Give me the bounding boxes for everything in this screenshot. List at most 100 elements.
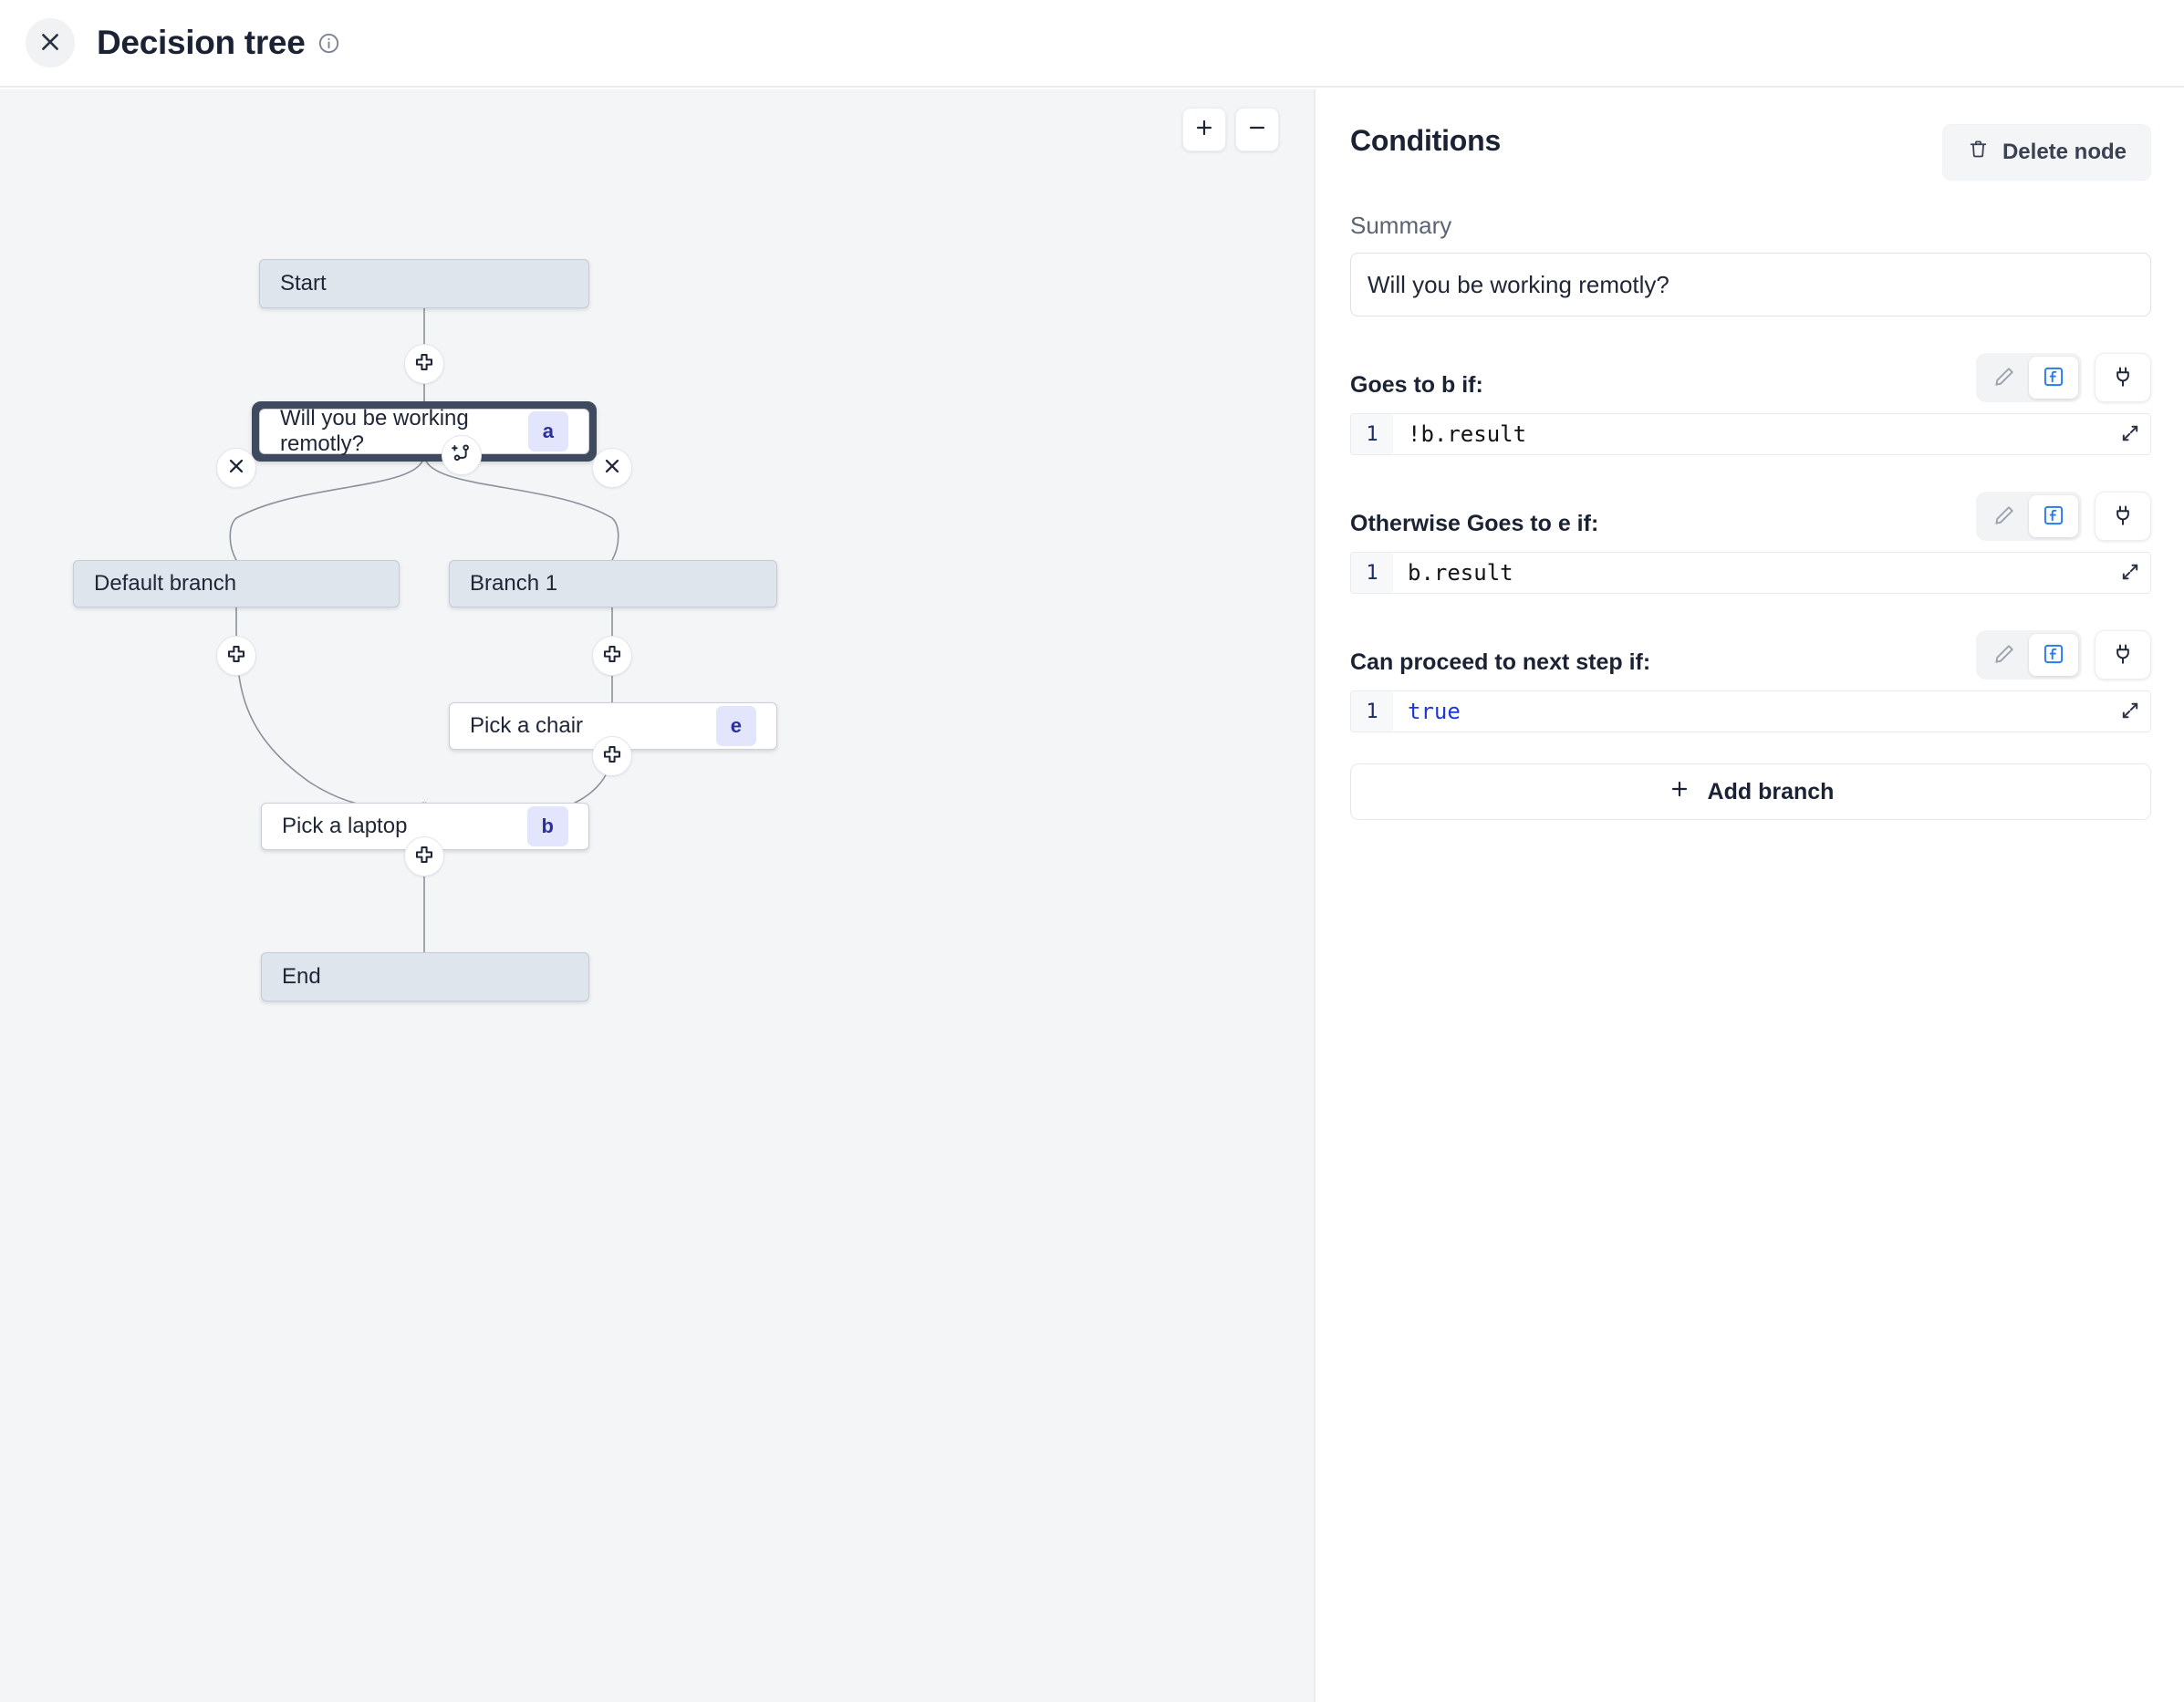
plus-icon [1193,117,1215,143]
flow-handle-h-default-b[interactable] [216,636,256,676]
panel-title: Conditions [1350,124,1502,157]
summary-input[interactable] [1350,253,2151,317]
condition-label: Can proceed to next step if: [1350,649,1651,675]
plus-icon [600,742,624,771]
condition-row: Can proceed to next step if: [1350,630,2151,680]
pencil-icon [1992,365,2016,391]
flow-node-label: Branch 1 [470,571,558,596]
code-editor[interactable]: 1 !b.result [1350,413,2151,455]
close-icon [600,454,624,483]
flow-handle-h-b-end[interactable] [404,836,444,877]
expand-icon [2119,422,2141,447]
condition-block: Otherwise Goes to e if: 1 b.result [1350,492,2151,594]
condition-row: Goes to b if: [1350,353,2151,402]
flow-node-label: Will you be working remotly? [280,406,469,456]
flow-node-a[interactable]: Will you be working remotly? a [259,406,589,456]
plus-icon [600,642,624,670]
close-icon [38,30,62,57]
plus-icon [412,843,436,871]
zoom-out-button[interactable] [1235,108,1279,151]
zoom-controls [1182,108,1279,151]
expand-editor-button[interactable] [2112,416,2148,452]
line-number: 1 [1351,691,1393,732]
flow-node-label: Pick a chair [470,713,584,738]
code-editor[interactable]: 1 b.result [1350,552,2151,594]
pencil-mode-button[interactable] [1980,495,2029,537]
zoom-in-button[interactable] [1182,108,1226,151]
function-mode-button[interactable] [2029,357,2078,399]
expand-editor-button[interactable] [2112,693,2148,730]
connector-button[interactable] [2095,492,2151,541]
expand-editor-button[interactable] [2112,555,2148,591]
minus-icon [1246,117,1268,143]
add-branch-icon [450,441,473,470]
code-text[interactable]: b.result [1408,560,1513,586]
close-button[interactable] [26,18,75,67]
flow-node-default[interactable]: Default branch [73,560,400,607]
conditions-panel: Conditions Delete node Summary Goes to b… [1317,89,2184,1702]
function-mode-button[interactable] [2029,495,2078,537]
flow-node-label: Start [280,271,327,296]
code-text[interactable]: true [1408,699,1461,724]
condition-tools [1976,630,2151,680]
expand-icon [2119,561,2141,586]
flow-node-label: Pick a laptop [282,814,408,838]
app-header: Decision tree [0,0,2184,88]
plus-icon [224,642,248,670]
page-title: Decision tree [97,24,306,61]
condition-row: Otherwise Goes to e if: [1350,492,2151,541]
plug-icon [2111,365,2135,391]
code-editor[interactable]: 1 true [1350,690,2151,732]
editor-mode-toggle [1976,353,2082,402]
delete-node-label: Delete node [2002,140,2127,164]
info-icon[interactable] [317,32,340,55]
flow-handle-h-e-b[interactable] [592,736,632,776]
flow-handle-h-del-default[interactable] [216,448,256,488]
pencil-icon [1992,642,2016,669]
close-icon [224,454,248,483]
flow-handle-h-del-branch1[interactable] [592,448,632,488]
flow-handle-h-branch1-e[interactable] [592,636,632,676]
plus-icon [1668,777,1691,807]
connector-button[interactable] [2095,630,2151,680]
pencil-mode-button[interactable] [1980,357,2029,399]
add-branch-button[interactable]: Add branch [1350,763,2151,820]
condition-label: Goes to b if: [1350,372,1483,398]
flow-handle-h-start-a[interactable] [404,344,444,384]
function-icon [2042,642,2065,669]
condition-block: Can proceed to next step if: 1 true [1350,630,2151,732]
add-branch-label: Add branch [1707,778,1835,804]
delete-node-button[interactable]: Delete node [1941,124,2151,181]
editor-mode-toggle [1976,492,2082,541]
condition-label: Otherwise Goes to e if: [1350,511,1599,536]
flow-node-badge: a [527,411,568,451]
trash-icon [1967,138,1990,167]
flow-node-branch1[interactable]: Branch 1 [449,560,777,607]
flow-handle-h-branch-add[interactable] [442,435,482,475]
flow-edges [229,308,619,952]
flow-node-start[interactable]: Start [259,259,589,308]
line-number: 1 [1351,414,1393,454]
condition-tools [1976,492,2151,541]
plug-icon [2111,503,2135,530]
plus-icon [412,350,436,379]
line-number: 1 [1351,553,1393,593]
pencil-mode-button[interactable] [1980,634,2029,676]
flow-node-selection-a[interactable]: Will you be working remotly? a [252,401,597,462]
function-mode-button[interactable] [2029,634,2078,676]
condition-block: Goes to b if: 1 !b.result [1350,353,2151,455]
pencil-icon [1992,503,2016,530]
editor-mode-toggle [1976,630,2082,680]
code-text[interactable]: !b.result [1408,421,1527,447]
flow-node-label: Default branch [94,571,237,596]
condition-tools [1976,353,2151,402]
panel-header: Conditions Delete node [1350,124,2151,181]
expand-icon [2119,700,2141,724]
flow-node-label: End [282,964,321,989]
connector-button[interactable] [2095,353,2151,402]
function-icon [2042,365,2065,391]
flow-node-badge: e [715,706,756,746]
flow-node-end[interactable]: End [261,952,589,1001]
